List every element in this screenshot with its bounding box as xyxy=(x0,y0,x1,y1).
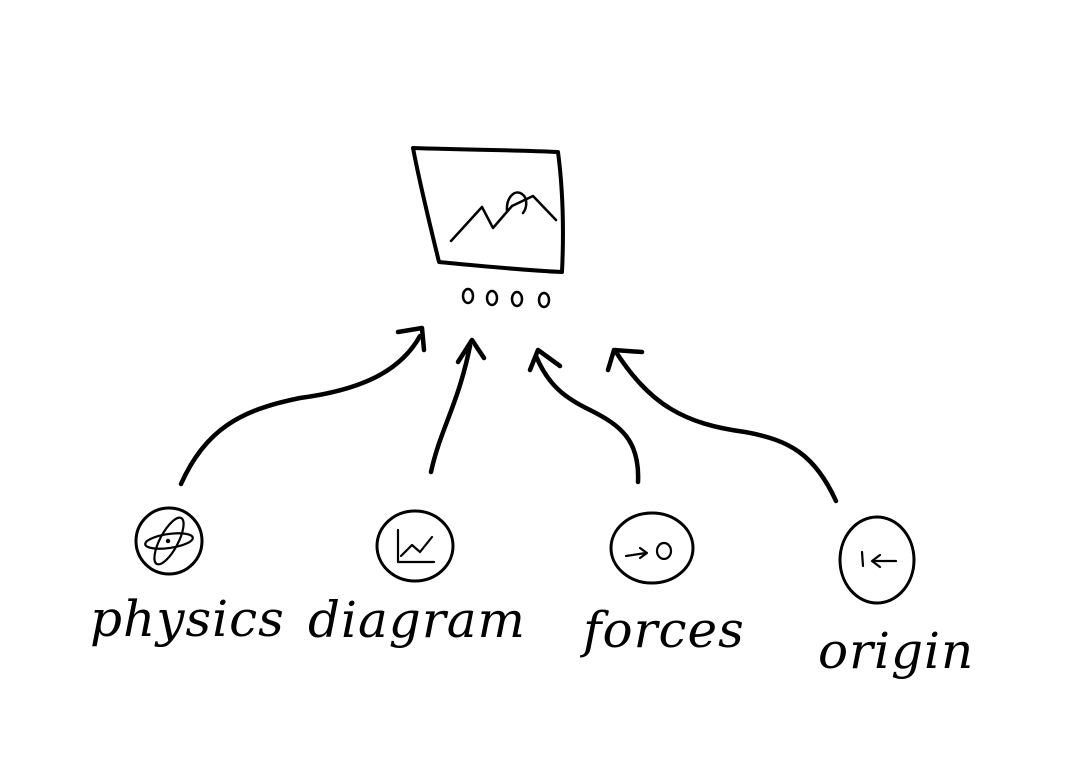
node-label: forces xyxy=(579,601,745,659)
atom-icon xyxy=(144,516,194,566)
node-label: origin xyxy=(818,622,974,680)
node-label: physics xyxy=(90,590,285,648)
node-circle xyxy=(838,515,916,605)
force-arrow xyxy=(624,551,648,558)
origin-arrowhead xyxy=(870,553,882,569)
page-dot xyxy=(461,287,475,305)
atom-orbit xyxy=(153,516,185,566)
atom-nucleus xyxy=(165,538,171,544)
arrowhead xyxy=(455,337,487,365)
curved-arrow xyxy=(533,353,641,485)
mountain-icon xyxy=(449,194,558,243)
page-dot xyxy=(537,291,551,309)
force-arrowhead xyxy=(638,546,649,560)
edge-forces xyxy=(527,347,641,485)
node-physics: physics xyxy=(90,506,285,648)
arrowhead xyxy=(527,347,563,373)
chart-line xyxy=(399,535,434,558)
curved-arrow xyxy=(613,349,839,504)
chart-axes xyxy=(396,528,436,564)
node-label: diagram xyxy=(308,591,526,649)
sun-icon xyxy=(505,191,528,215)
central-image-node xyxy=(411,146,565,309)
page-dot xyxy=(485,289,499,307)
edge-physics xyxy=(178,325,427,487)
force-body xyxy=(655,541,673,561)
node-circle xyxy=(134,506,204,576)
arrowhead xyxy=(605,347,645,373)
page-dot xyxy=(510,290,524,308)
force-arrow-icon xyxy=(624,541,673,561)
atom-orbit xyxy=(144,532,194,550)
node-forces: forces xyxy=(579,511,745,659)
arrowhead xyxy=(395,325,427,353)
image-icon xyxy=(411,146,565,274)
node-circle xyxy=(375,509,455,583)
origin-bar xyxy=(860,550,865,568)
arrow-to-origin-icon xyxy=(860,550,898,569)
edge-diagram xyxy=(428,337,487,475)
line-chart-icon xyxy=(396,528,436,564)
edge-origin xyxy=(605,347,839,504)
page-indicator xyxy=(461,287,551,309)
node-origin: origin xyxy=(818,515,974,680)
curved-arrow xyxy=(428,343,473,475)
node-circle xyxy=(609,511,695,585)
curved-arrow xyxy=(178,333,423,487)
node-diagram: diagram xyxy=(308,509,526,649)
